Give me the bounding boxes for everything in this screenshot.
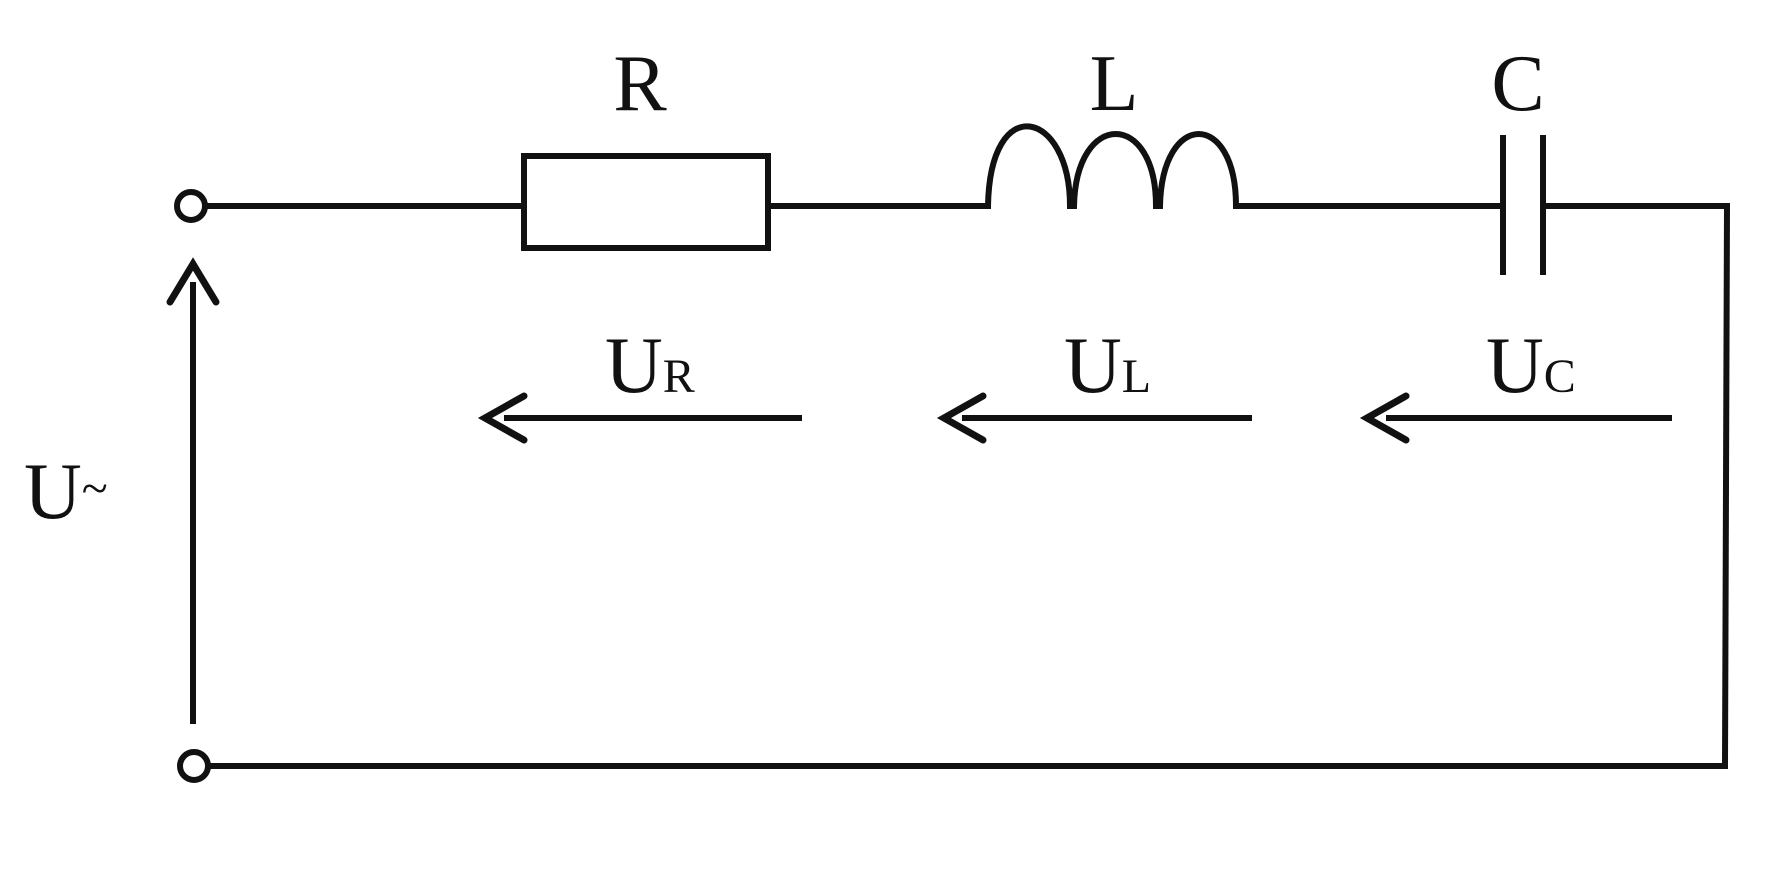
- resistor-symbol: [521, 153, 771, 251]
- resistor-label: R: [613, 40, 667, 128]
- ul-arrow: [936, 392, 1252, 444]
- uc-arrow: [1359, 392, 1672, 444]
- source-voltage-arrow: [166, 257, 220, 724]
- source-voltage-label-sub: ~: [82, 462, 108, 515]
- inductor-label: L: [1090, 40, 1139, 128]
- capacitor-label: C: [1491, 40, 1544, 128]
- input-terminal-top: [174, 189, 208, 223]
- uc-label-main: U: [1486, 322, 1544, 410]
- ur-label: UR: [605, 322, 695, 410]
- ur-arrow: [477, 392, 802, 444]
- ul-label-main: U: [1064, 322, 1122, 410]
- ul-label-sub: L: [1122, 350, 1151, 403]
- source-voltage-label-main: U: [24, 448, 82, 536]
- ur-label-sub: R: [663, 350, 695, 403]
- uc-label-sub: C: [1544, 350, 1576, 403]
- source-voltage-label: U~: [24, 448, 108, 536]
- uc-label: UC: [1486, 322, 1576, 410]
- ur-label-main: U: [605, 322, 663, 410]
- input-terminal-bottom: [177, 749, 211, 783]
- wire-right-side: [1721, 202, 1731, 770]
- inductor-symbol: [984, 123, 1240, 210]
- ul-label: UL: [1064, 322, 1151, 410]
